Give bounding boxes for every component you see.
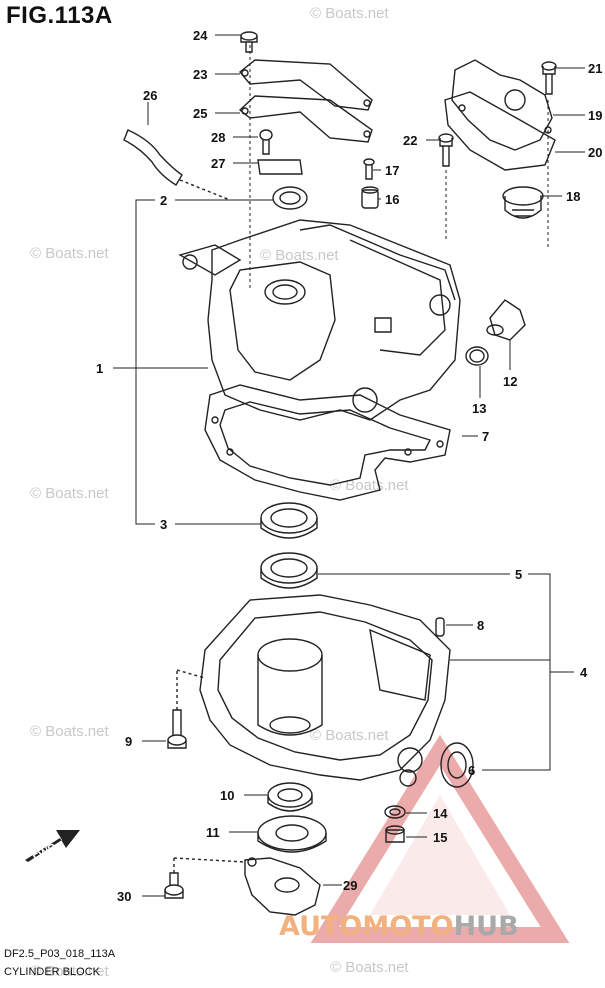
plug-12	[489, 299, 526, 341]
watermark: © Boats.net	[330, 959, 409, 976]
watermark: © Boats.net	[310, 5, 389, 22]
logo-text-part2: HUB	[454, 911, 519, 942]
watermark: © Boats.net	[30, 963, 109, 980]
oil-seal-6	[440, 742, 474, 788]
watermark: © Boats.net	[30, 485, 109, 502]
bracket-plate-25	[238, 95, 373, 143]
callout-28: 28	[211, 130, 225, 145]
callout-25: 25	[193, 106, 207, 121]
callout-9: 9	[125, 734, 132, 749]
oil-seal-11	[257, 815, 327, 851]
bolt-24-drawing	[240, 31, 258, 53]
callout-17: 17	[385, 163, 399, 178]
oil-seal-10	[267, 782, 313, 808]
figure-title: FIG.113A	[6, 2, 113, 29]
logo-triangle	[310, 734, 570, 943]
logo-text-part1: AUTOMOTO	[279, 911, 454, 942]
watermark: © Boats.net	[260, 247, 339, 264]
cylinder-head-1	[207, 219, 461, 421]
logo-inner-triangle	[370, 795, 510, 915]
hose-26	[123, 129, 183, 186]
callout-4: 4	[580, 665, 588, 680]
callout-19: 19	[588, 108, 602, 123]
callout-23: 23	[193, 67, 207, 82]
callout-13: 13	[472, 401, 486, 416]
callout-26: 26	[143, 88, 157, 103]
callout-18: 18	[566, 189, 580, 204]
plug-15	[385, 829, 405, 843]
o-ring-13	[465, 346, 489, 366]
head-gasket-7	[204, 384, 451, 501]
lower-parts-drawing	[164, 552, 474, 916]
watermark: © Boats.net	[30, 245, 109, 262]
callout-21: 21	[588, 61, 602, 76]
callout-27: 27	[211, 156, 225, 171]
gasket-20	[444, 91, 556, 171]
crankcase-4	[199, 594, 451, 781]
footer-code: DF2.5_P03_018_113A	[4, 948, 116, 960]
watermark: © Boats.net	[330, 477, 409, 494]
callout-30: 30	[117, 889, 131, 904]
watermark: © Boats.net	[30, 723, 109, 740]
callout-11: 11	[206, 825, 220, 840]
callout-8: 8	[477, 618, 484, 633]
callout-16: 16	[385, 192, 399, 207]
oil-seal-2	[272, 186, 308, 210]
callout-2: 2	[160, 193, 167, 208]
watermark: © Boats.net	[310, 727, 389, 744]
callout-12: 12	[503, 374, 517, 389]
bracket-plate-23	[239, 59, 373, 111]
callout-7: 7	[482, 429, 489, 444]
callout-1: 1	[96, 361, 103, 376]
leader-lines	[113, 34, 585, 897]
footer-name: CYLINDER BLOCK	[4, 966, 100, 978]
bearing-5	[260, 552, 318, 584]
callout-14: 14	[433, 806, 448, 821]
callout-29: 29	[343, 878, 357, 893]
cover-29	[244, 857, 321, 916]
callout-labels: 24 23 26 25 28 27 2 17 16 22 21 19 20 18…	[96, 28, 602, 904]
automotohub-logo: AUTOMOTOHUB	[279, 734, 570, 943]
upper-parts-drawing	[123, 31, 557, 539]
callout-6: 6	[468, 763, 475, 778]
callout-24: 24	[193, 28, 208, 43]
bearing-3	[260, 502, 318, 534]
washer-14	[384, 805, 406, 819]
callout-10: 10	[220, 788, 234, 803]
fwd-arrow: FWD	[25, 830, 80, 865]
callout-15: 15	[433, 830, 447, 845]
callout-20: 20	[588, 145, 602, 160]
logo-text: AUTOMOTOHUB	[279, 911, 519, 942]
watermarks: © Boats.net © Boats.net © Boats.net © Bo…	[30, 5, 409, 980]
thermostat-18	[502, 186, 544, 206]
thermostat-cover-19	[451, 59, 553, 151]
plate-27	[257, 159, 303, 175]
callout-5: 5	[515, 567, 522, 582]
callout-22: 22	[403, 133, 417, 148]
callout-3: 3	[160, 517, 167, 532]
